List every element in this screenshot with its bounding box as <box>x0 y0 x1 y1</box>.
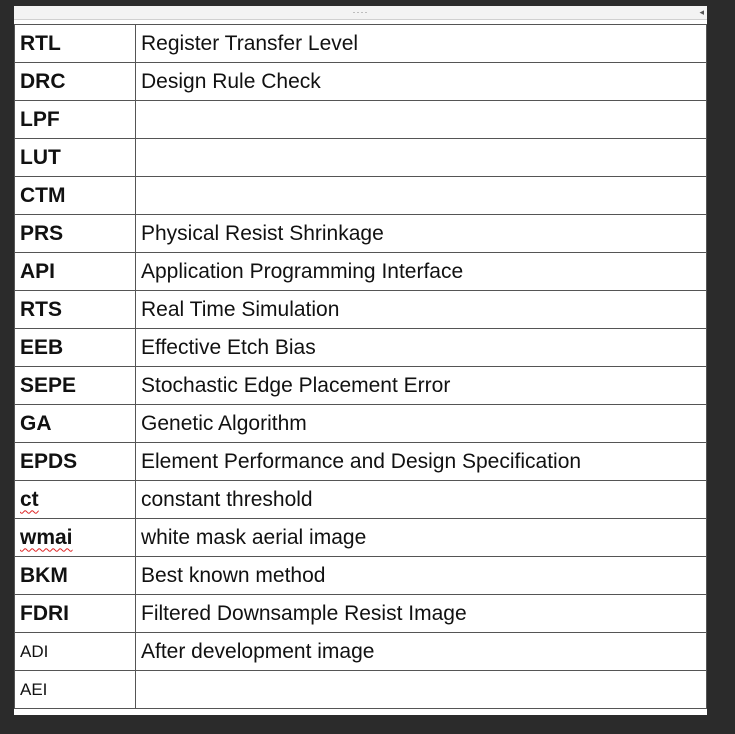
definition-cell[interactable]: Application Programming Interface <box>135 252 707 291</box>
abbreviation-cell[interactable]: API <box>14 252 136 291</box>
table-row: EPDS Element Performance and Design Spec… <box>14 442 707 481</box>
abbreviation-cell[interactable]: EPDS <box>14 442 136 481</box>
abbreviation-cell[interactable]: BKM <box>14 556 136 595</box>
definition-cell[interactable]: Real Time Simulation <box>135 290 707 329</box>
abbreviation-cell[interactable]: LUT <box>14 138 136 177</box>
abbreviation-cell[interactable]: EEB <box>14 328 136 367</box>
definition-cell[interactable]: Register Transfer Level <box>135 24 707 63</box>
definition-cell[interactable]: After development image <box>135 632 707 671</box>
abbreviation-cell[interactable]: DRC <box>14 62 136 101</box>
definition-cell[interactable]: Design Rule Check <box>135 62 707 101</box>
table-row: LPF <box>14 100 707 139</box>
abbreviation-cell[interactable]: FDRI <box>14 594 136 633</box>
definition-cell[interactable]: Best known method <box>135 556 707 595</box>
definition-cell[interactable]: Effective Etch Bias <box>135 328 707 367</box>
definition-cell[interactable] <box>135 176 707 215</box>
abbreviation-cell[interactable]: GA <box>14 404 136 443</box>
table-row: LUT <box>14 138 707 177</box>
window-margin <box>707 6 735 734</box>
definition-cell[interactable]: Genetic Algorithm <box>135 404 707 443</box>
abbreviation-cell[interactable]: ADI <box>14 632 136 671</box>
spellcheck-underlined-text: ct <box>20 487 39 511</box>
table-handle-bar[interactable]: ···· ◂ <box>14 6 707 20</box>
table-row: RTL Register Transfer Level <box>14 24 707 63</box>
table-row: ADI After development image <box>14 632 707 671</box>
table-row: ct constant threshold <box>14 480 707 519</box>
table-row: GA Genetic Algorithm <box>14 404 707 443</box>
table-row: PRS Physical Resist Shrinkage <box>14 214 707 253</box>
abbreviation-cell[interactable]: wmai <box>14 518 136 557</box>
spellcheck-underlined-text: wmai <box>20 525 73 549</box>
definition-cell[interactable]: Filtered Downsample Resist Image <box>135 594 707 633</box>
abbreviation-cell[interactable]: CTM <box>14 176 136 215</box>
abbreviation-cell[interactable]: ct <box>14 480 136 519</box>
table-row: API Application Programming Interface <box>14 252 707 291</box>
table-row: DRC Design Rule Check <box>14 62 707 101</box>
definition-cell[interactable]: Element Performance and Design Specifica… <box>135 442 707 481</box>
table-row: SEPE Stochastic Edge Placement Error <box>14 366 707 405</box>
table-row: wmai white mask aerial image <box>14 518 707 557</box>
table-row: BKM Best known method <box>14 556 707 595</box>
table-row: RTS Real Time Simulation <box>14 290 707 329</box>
definition-cell[interactable]: Stochastic Edge Placement Error <box>135 366 707 405</box>
table-row: AEI <box>14 670 707 709</box>
collapse-arrow-icon[interactable]: ◂ <box>699 7 704 17</box>
table-row: EEB Effective Etch Bias <box>14 328 707 367</box>
glossary-table: RTL Register Transfer Level DRC Design R… <box>14 24 707 709</box>
abbreviation-cell[interactable]: RTL <box>14 24 136 63</box>
table-row: CTM <box>14 176 707 215</box>
table-row: FDRI Filtered Downsample Resist Image <box>14 594 707 633</box>
definition-cell[interactable]: white mask aerial image <box>135 518 707 557</box>
abbreviation-cell[interactable]: RTS <box>14 290 136 329</box>
abbreviation-cell[interactable]: LPF <box>14 100 136 139</box>
drag-grip-icon[interactable]: ···· <box>352 7 369 17</box>
definition-cell[interactable] <box>135 100 707 139</box>
abbreviation-cell[interactable]: PRS <box>14 214 136 253</box>
abbreviation-cell[interactable]: SEPE <box>14 366 136 405</box>
document-page: RTL Register Transfer Level DRC Design R… <box>14 20 707 715</box>
definition-cell[interactable] <box>135 138 707 177</box>
definition-cell[interactable]: constant threshold <box>135 480 707 519</box>
definition-cell[interactable]: Physical Resist Shrinkage <box>135 214 707 253</box>
definition-cell[interactable] <box>135 670 707 709</box>
abbreviation-cell[interactable]: AEI <box>14 670 136 709</box>
